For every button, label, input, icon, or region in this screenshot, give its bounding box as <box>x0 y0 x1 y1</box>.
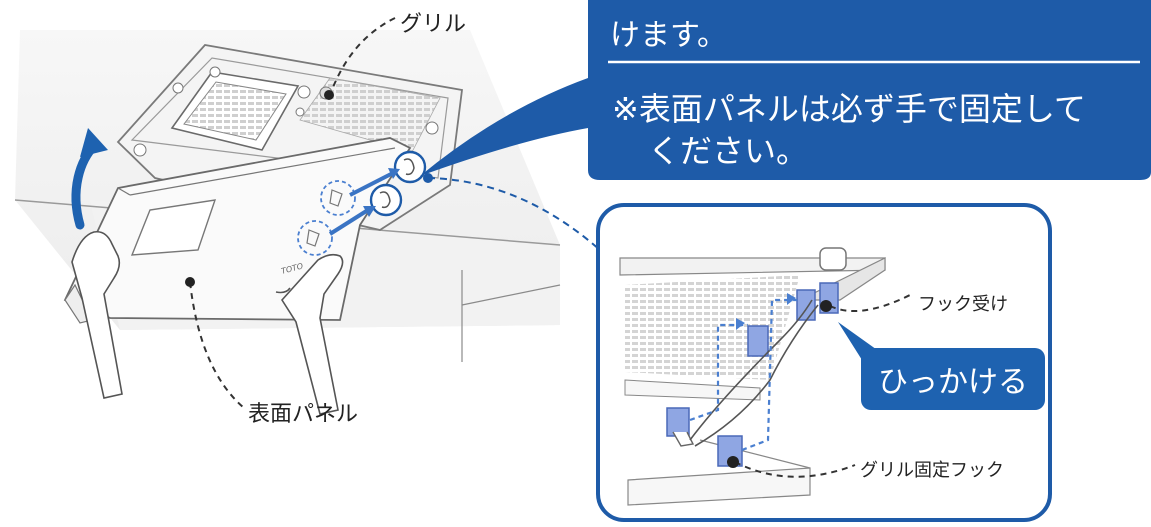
label-hook-receiver: フック受け <box>918 294 1008 315</box>
ceiling-scene: TOTO <box>14 30 561 415</box>
callout-line-1: けます。 <box>610 18 727 53</box>
grille-unit <box>116 44 464 231</box>
fixing-hook-leader <box>734 461 856 478</box>
insertion-arrows <box>328 168 400 236</box>
hook-action-badge: ひっかける <box>861 348 1045 410</box>
hook-receiver-leader <box>829 294 911 312</box>
label-grille-fixing-hook: グリル固定フック <box>860 460 1004 481</box>
label-surface-panel: 表面パネル <box>248 402 359 427</box>
hands <box>71 230 344 415</box>
callout-note-line-1: ※表面パネルは必ず手で固定して <box>612 90 1086 128</box>
lift-arrow-head <box>80 128 108 157</box>
callout-note-line-2: ください。 <box>648 132 809 170</box>
label-grille: グリル <box>400 12 467 37</box>
instruction-callout <box>420 0 1151 183</box>
hook-position-markers <box>297 150 427 256</box>
